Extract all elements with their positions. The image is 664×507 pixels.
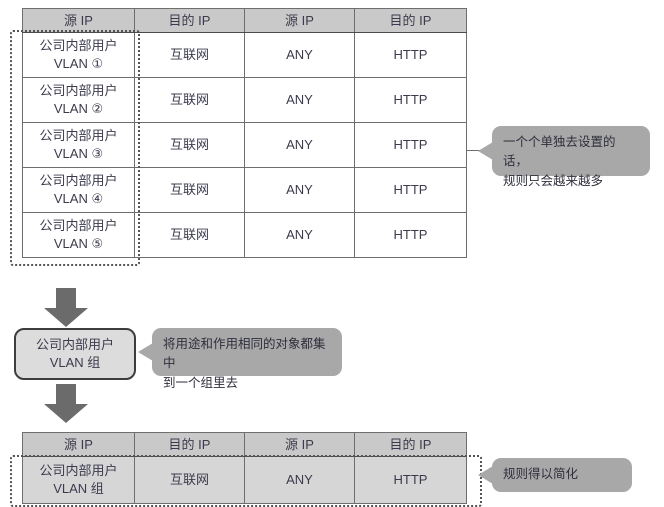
column-header-src-ip-2: 源 IP (244, 432, 355, 457)
rules-table-after: 源 IP 目的 IP 源 IP 目的 IP 公司内部用户 VLAN 组 互联网 … (22, 432, 467, 504)
callout-text: 将用途和作用相同的对象都集中 到一个组里去 (163, 337, 326, 390)
vlan-group-object: 公司内部用户 VLAN 组 (14, 328, 136, 380)
cell-destination-ip: 互联网 (134, 77, 245, 123)
column-header-src-ip-1: 源 IP (22, 432, 135, 457)
cell-destination-port: HTTP (354, 212, 467, 258)
cell-source-ip: 公司内部用户 VLAN ① (22, 32, 135, 78)
column-header-dst-ip-2: 目的 IP (354, 432, 467, 457)
callout-tail-icon (478, 466, 493, 484)
cell-source-ip: 公司内部用户 VLAN ③ (22, 122, 135, 168)
callout-tail-icon (138, 343, 153, 361)
column-header-src-ip-1: 源 IP (22, 8, 135, 33)
table-header-row: 源 IP 目的 IP 源 IP 目的 IP (22, 432, 467, 457)
cell-text-line1: 公司内部用户 (39, 128, 118, 144)
cell-destination-port: HTTP (354, 456, 467, 504)
cell-source-port: ANY (244, 167, 355, 213)
cell-text-line2: VLAN ① (53, 56, 104, 71)
cell-destination-ip: 互联网 (134, 32, 245, 78)
column-header-src-ip-2: 源 IP (244, 8, 355, 33)
cell-text-line2: VLAN ③ (53, 146, 104, 161)
callout-text: 一个个单独去设置的话， 规则只会越来越多 (503, 135, 616, 188)
cell-destination-port: HTTP (354, 122, 467, 168)
down-arrow-icon (44, 288, 88, 327)
cell-destination-ip: 互联网 (134, 122, 245, 168)
callout-tail-icon (478, 142, 493, 160)
cell-text-line2: VLAN ⑤ (53, 236, 104, 251)
cell-text-line2: VLAN ② (53, 101, 104, 116)
cell-destination-ip: 互联网 (134, 456, 245, 504)
table-row: 公司内部用户 VLAN ③ 互联网 ANY HTTP (22, 122, 467, 168)
cell-text-line2: VLAN 组 (53, 481, 104, 496)
table-header-row: 源 IP 目的 IP 源 IP 目的 IP (22, 8, 467, 33)
cell-source-ip: 公司内部用户 VLAN ② (22, 77, 135, 123)
group-box-line1: 公司内部用户 (35, 337, 114, 353)
cell-destination-port: HTTP (354, 167, 467, 213)
cell-text-line2: VLAN ④ (53, 191, 104, 206)
rules-table-before: 源 IP 目的 IP 源 IP 目的 IP 公司内部用户 VLAN ① 互联网 … (22, 8, 467, 258)
cell-source-port: ANY (244, 212, 355, 258)
cell-destination-ip: 互联网 (134, 167, 245, 213)
cell-source-port: ANY (244, 32, 355, 78)
cell-destination-ip: 互联网 (134, 212, 245, 258)
cell-source-port: ANY (244, 456, 355, 504)
table-row: 公司内部用户 VLAN ⑤ 互联网 ANY HTTP (22, 212, 467, 258)
cell-destination-port: HTTP (354, 77, 467, 123)
cell-text-line1: 公司内部用户 (39, 38, 118, 54)
callout-too-many-rules: 一个个单独去设置的话， 规则只会越来越多 (478, 126, 650, 188)
cell-text-line1: 公司内部用户 (39, 463, 118, 479)
cell-text-line1: 公司内部用户 (39, 173, 118, 189)
column-header-dst-ip-1: 目的 IP (134, 8, 245, 33)
cell-text-line1: 公司内部用户 (39, 83, 118, 99)
column-header-dst-ip-1: 目的 IP (134, 432, 245, 457)
cell-destination-port: HTTP (354, 32, 467, 78)
cell-source-ip: 公司内部用户 VLAN ⑤ (22, 212, 135, 258)
group-box-line2: VLAN 组 (49, 355, 101, 370)
table-row: 公司内部用户 VLAN ① 互联网 ANY HTTP (22, 32, 467, 78)
table-row: 公司内部用户 VLAN ④ 互联网 ANY HTTP (22, 167, 467, 213)
table-row: 公司内部用户 VLAN 组 互联网 ANY HTTP (22, 456, 467, 504)
down-arrow-icon (44, 384, 88, 423)
callout-group-objects: 将用途和作用相同的对象都集中 到一个组里去 (138, 328, 342, 390)
column-header-dst-ip-2: 目的 IP (354, 8, 467, 33)
callout-text: 规则得以简化 (503, 467, 579, 482)
cell-source-ip: 公司内部用户 VLAN ④ (22, 167, 135, 213)
cell-source-ip: 公司内部用户 VLAN 组 (22, 456, 135, 504)
callout-rules-simplified: 规则得以简化 (478, 458, 632, 492)
cell-source-port: ANY (244, 77, 355, 123)
cell-text-line1: 公司内部用户 (39, 218, 118, 234)
table-row: 公司内部用户 VLAN ② 互联网 ANY HTTP (22, 77, 467, 123)
cell-source-port: ANY (244, 122, 355, 168)
